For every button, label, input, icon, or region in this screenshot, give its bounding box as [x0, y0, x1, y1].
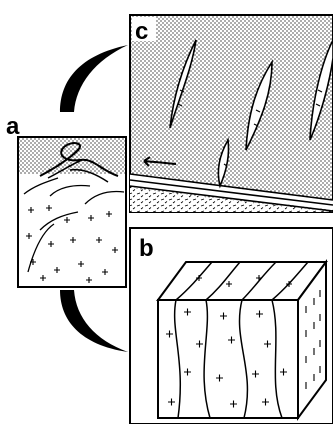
- lower-connector-arc: [60, 290, 128, 352]
- panel-c-label: c: [135, 18, 148, 45]
- panel-b-label: b: [139, 235, 154, 262]
- panel-b: [130, 228, 333, 424]
- panel-c: [130, 15, 333, 214]
- upper-connector-arc: [60, 45, 128, 112]
- panel-a: [18, 137, 126, 287]
- panel-a-label: a: [6, 113, 20, 140]
